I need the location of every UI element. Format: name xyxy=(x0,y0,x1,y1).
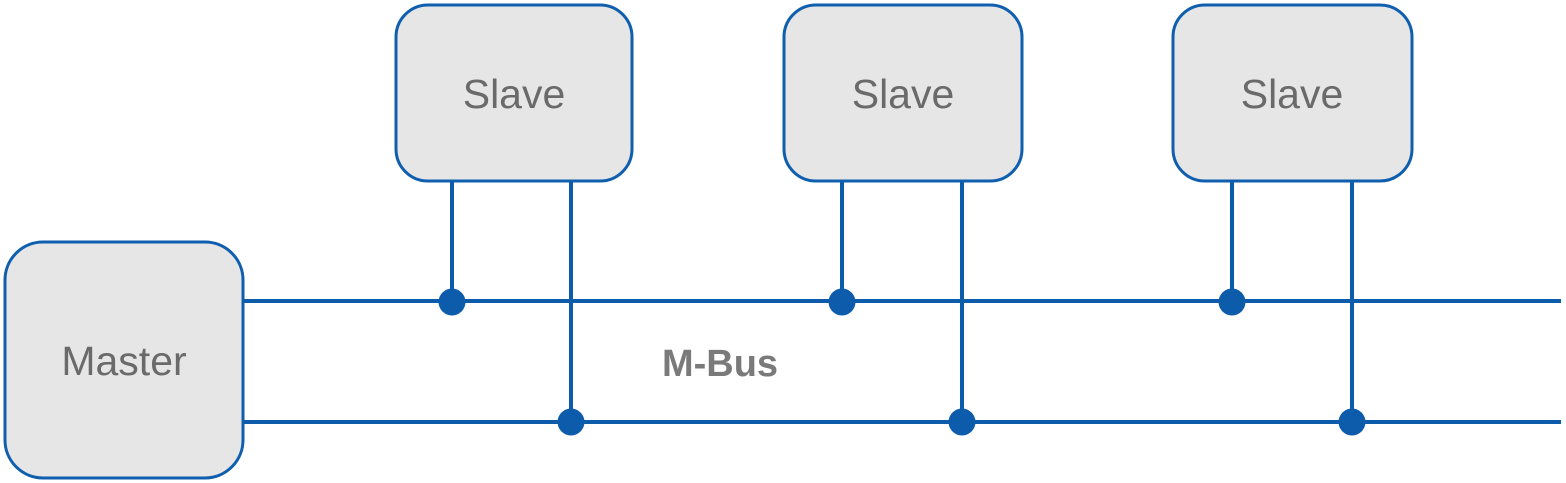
junction-dot xyxy=(948,408,976,436)
slave-node-1: Slave xyxy=(394,3,634,183)
slave-node-2: Slave xyxy=(782,3,1024,183)
master-label: Master xyxy=(61,338,186,384)
slave-box xyxy=(394,3,634,183)
junction-dot xyxy=(438,288,466,316)
junction-dot xyxy=(828,288,856,316)
slave-label: Slave xyxy=(463,71,566,117)
junction-dot xyxy=(1338,408,1366,436)
bus-label: M-Bus xyxy=(662,343,778,385)
bus-lines xyxy=(243,299,1561,424)
slave-label: Slave xyxy=(852,71,955,117)
junction-dot xyxy=(1218,288,1246,316)
slave-2-connectors xyxy=(828,180,976,436)
slave-1-connectors xyxy=(438,180,585,436)
slave-box xyxy=(782,3,1024,183)
junction-dot xyxy=(557,408,585,436)
slave-node-3: Slave xyxy=(1171,3,1414,183)
slave-box xyxy=(1171,3,1414,183)
slave-label: Slave xyxy=(1241,71,1344,117)
slave-3-connectors xyxy=(1218,180,1366,436)
master-box xyxy=(3,240,245,480)
master-node: Master xyxy=(3,240,245,480)
